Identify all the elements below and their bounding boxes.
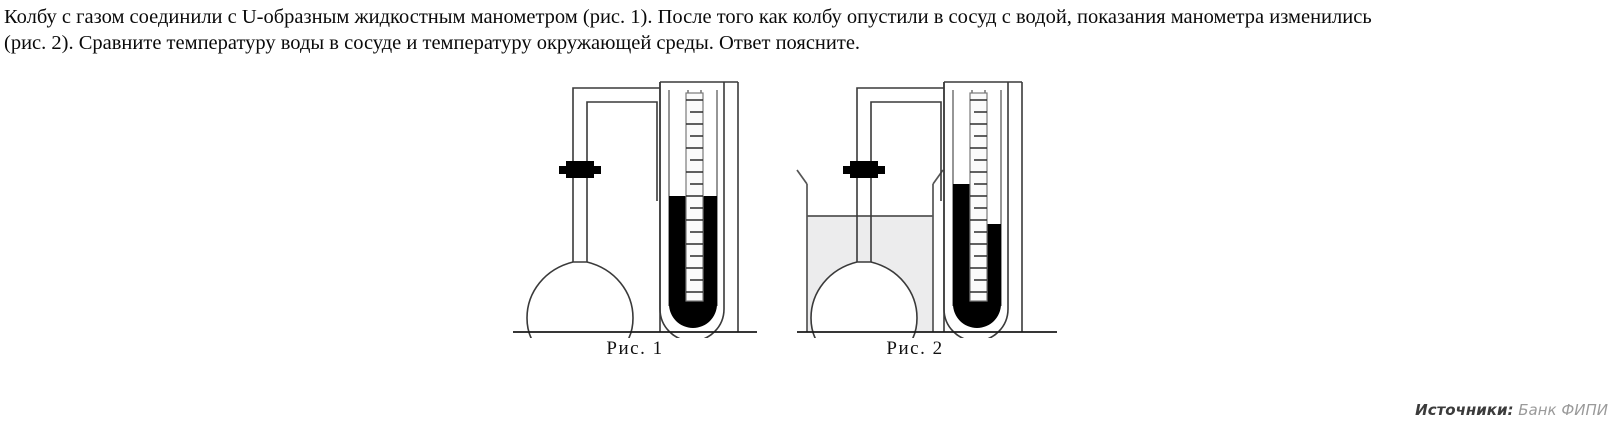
figure-2: Рис. 2 [785, 66, 1065, 367]
manometer-fig2 [943, 81, 1023, 342]
manometer-fig1 [659, 81, 739, 342]
stopper-clamp-fig2 [843, 161, 885, 178]
manometer-scale-fig2 [969, 92, 988, 302]
manometer-scale-fig1 [685, 92, 704, 302]
figure-2-drawing [796, 81, 1057, 367]
figures-area: Рис. 1 [0, 66, 1616, 367]
stopper-clamp-fig1 [559, 161, 601, 178]
source-label: Источники: [1415, 401, 1514, 419]
flask-neck-fig1 [572, 191, 588, 262]
problem-statement: Колбу с газом соединили с U-образным жид… [4, 4, 1610, 56]
figure-1-drawing [513, 81, 757, 367]
gas-flask-fig1 [526, 261, 634, 367]
connecting-tube-fig1 [572, 87, 670, 201]
source-value: Банк ФИПИ [1518, 401, 1608, 419]
figure-1-caption: Рис. 1 [606, 338, 664, 359]
problem-line-2: (рис. 2). Сравните температуру воды в со… [4, 32, 861, 54]
manometer-liquid-fig1 [669, 196, 717, 328]
manometer-liquid-fig2 [953, 184, 1001, 328]
connecting-tube-fig2 [856, 87, 954, 201]
flask-neck-fig2 [856, 191, 872, 262]
problem-line-1: Колбу с газом соединили с U-образным жид… [4, 6, 1372, 28]
source-line: Источники: Банк ФИПИ [1415, 401, 1608, 419]
figure-1: Рис. 1 [505, 66, 765, 367]
figure-2-caption: Рис. 2 [886, 338, 944, 359]
